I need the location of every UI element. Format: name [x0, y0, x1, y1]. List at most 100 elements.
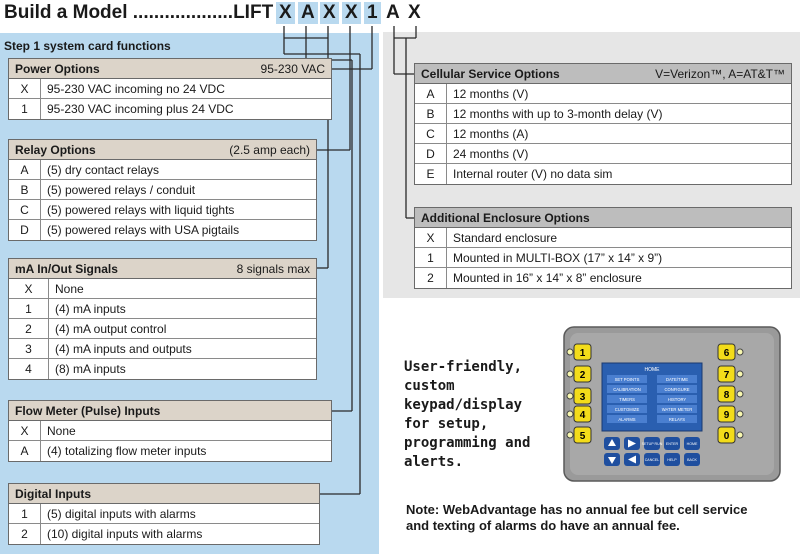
option-code: D: [415, 144, 447, 163]
option-code: 1: [9, 299, 49, 318]
step1-title: Step 1 system card functions: [4, 39, 171, 53]
enclosure-options-header: Additional Enclosure Options: [415, 208, 791, 228]
option-desc: (4) mA inputs: [55, 301, 126, 316]
setup-run-button[interactable]: [644, 437, 660, 450]
build-model-title: Build a Model ...................LIFT -: [4, 2, 285, 23]
option-code: 2: [9, 319, 49, 338]
cellular-options-table: Cellular Service Options V=Verizon™, A=A…: [414, 63, 792, 185]
key-5[interactable]: 5: [580, 431, 586, 442]
option-code: X: [415, 228, 447, 247]
option-code: A: [9, 160, 41, 179]
option-desc: None: [47, 423, 76, 438]
table-row: A(5) dry contact relays: [9, 160, 316, 180]
code-letter-digital: 1: [364, 2, 381, 24]
code-letter-flow: X: [342, 2, 361, 24]
digital-inputs-header: Digital Inputs: [9, 484, 319, 504]
option-code: B: [415, 104, 447, 123]
enter-label: ENTER: [666, 442, 679, 446]
screen-item: ALARMS: [618, 417, 635, 422]
cancel-button[interactable]: [644, 453, 660, 466]
option-code: C: [9, 200, 41, 219]
key-7[interactable]: 7: [724, 370, 730, 381]
option-code: C: [415, 124, 447, 143]
key-4[interactable]: 4: [580, 410, 586, 421]
enter-button[interactable]: [664, 437, 680, 450]
option-code: B: [9, 180, 41, 199]
key-0[interactable]: 0: [724, 431, 730, 442]
table-row: D (5) powered relays with USA pigtails: [9, 220, 316, 240]
table-row: B (5) powered relays / conduit: [9, 180, 316, 200]
option-desc: (8) mA inputs: [55, 362, 126, 376]
option-desc: 12 months with up to 3-month delay (V): [453, 106, 663, 121]
home-button[interactable]: [684, 437, 700, 450]
cancel-label: CANCEL: [645, 458, 660, 462]
option-code: 2: [9, 524, 41, 544]
arrow-up-icon: [608, 439, 616, 446]
screen-item: CALIBRATION: [613, 387, 641, 392]
option-code: 1: [9, 99, 41, 119]
option-code: X: [9, 421, 41, 440]
option-code: D: [9, 220, 41, 240]
relay-options-note: (2.5 amp each): [229, 142, 310, 157]
flow-meter-header: Flow Meter (Pulse) Inputs: [9, 401, 331, 421]
option-desc: (5) digital inputs with alarms: [47, 506, 196, 521]
option-code: E: [415, 164, 447, 184]
option-desc: (4) totalizing flow meter inputs: [47, 444, 207, 458]
screen-item: WATER METER: [662, 407, 692, 412]
key-2[interactable]: 2: [580, 370, 586, 381]
option-desc: Mounted in MULTI-BOX (17” x 14” x 9”): [453, 250, 663, 265]
option-code: 1: [415, 248, 447, 267]
option-desc: (5) powered relays with USA pigtails: [47, 223, 240, 237]
key-1[interactable]: 1: [580, 348, 586, 359]
screen-item: RELAYS: [669, 417, 685, 422]
option-desc: 12 months (A): [453, 126, 529, 141]
option-code: X: [9, 279, 49, 298]
table-row: 3 (4) mA inputs and outputs: [9, 339, 316, 359]
screen-title: HOME: [645, 367, 661, 373]
option-code: A: [9, 441, 41, 461]
key-3[interactable]: 3: [580, 392, 586, 403]
screen-item: DATE/TIME: [666, 377, 688, 382]
help-button[interactable]: [664, 453, 680, 466]
ma-signals-note: 8 signals max: [236, 261, 310, 276]
table-row: 2 (10) digital inputs with alarms: [9, 524, 319, 544]
code-letter-ma: X: [320, 2, 339, 24]
option-desc: (10) digital inputs with alarms: [47, 527, 203, 541]
cellular-options-title: Cellular Service Options: [421, 66, 560, 81]
back-button[interactable]: [684, 453, 700, 466]
option-desc: Standard enclosure: [453, 230, 558, 245]
key-9[interactable]: 9: [724, 410, 730, 421]
option-code: 2: [415, 268, 447, 288]
screen-item: TIMERS: [619, 397, 635, 402]
keypad-promo-text: User-friendly, custom keypad/display for…: [404, 359, 531, 470]
power-options-header: Power Options 95-230 VAC: [9, 59, 331, 79]
table-row: B 12 months with up to 3-month delay (V): [415, 104, 791, 124]
arrow-left-icon: [628, 455, 636, 464]
enclosure-options-table: Additional Enclosure Options X Standard e…: [414, 207, 792, 289]
option-desc: 95-230 VAC incoming plus 24 VDC: [47, 102, 234, 116]
table-row: 2 (4) mA output control: [9, 319, 316, 339]
option-desc: (4) mA inputs and outputs: [55, 341, 192, 356]
annual-fee-note: Note: WebAdvantage has no annual fee but…: [406, 502, 748, 533]
option-desc: 95-230 VAC incoming no 24 VDC: [47, 81, 225, 96]
flow-meter-table: Flow Meter (Pulse) Inputs X None A (4) tot…: [8, 400, 332, 462]
key-6[interactable]: 6: [724, 348, 730, 359]
table-row: C 12 months (A): [415, 124, 791, 144]
option-code: 3: [9, 339, 49, 358]
option-code: 1: [9, 504, 41, 523]
relay-options-title: Relay Options: [15, 142, 96, 157]
key-8[interactable]: 8: [724, 390, 730, 401]
option-desc: (4) mA output control: [55, 321, 167, 336]
table-row: 1 95-230 VAC incoming plus 24 VDC: [9, 99, 331, 119]
help-label: HELP: [667, 458, 677, 462]
option-desc: (5) powered relays / conduit: [47, 182, 196, 197]
screen-item: CONFIGURE: [664, 387, 689, 392]
option-code: A: [415, 84, 447, 103]
table-row: 1 (5) digital inputs with alarms: [9, 504, 319, 524]
setup-run-label: SETUP RUN: [642, 442, 663, 446]
